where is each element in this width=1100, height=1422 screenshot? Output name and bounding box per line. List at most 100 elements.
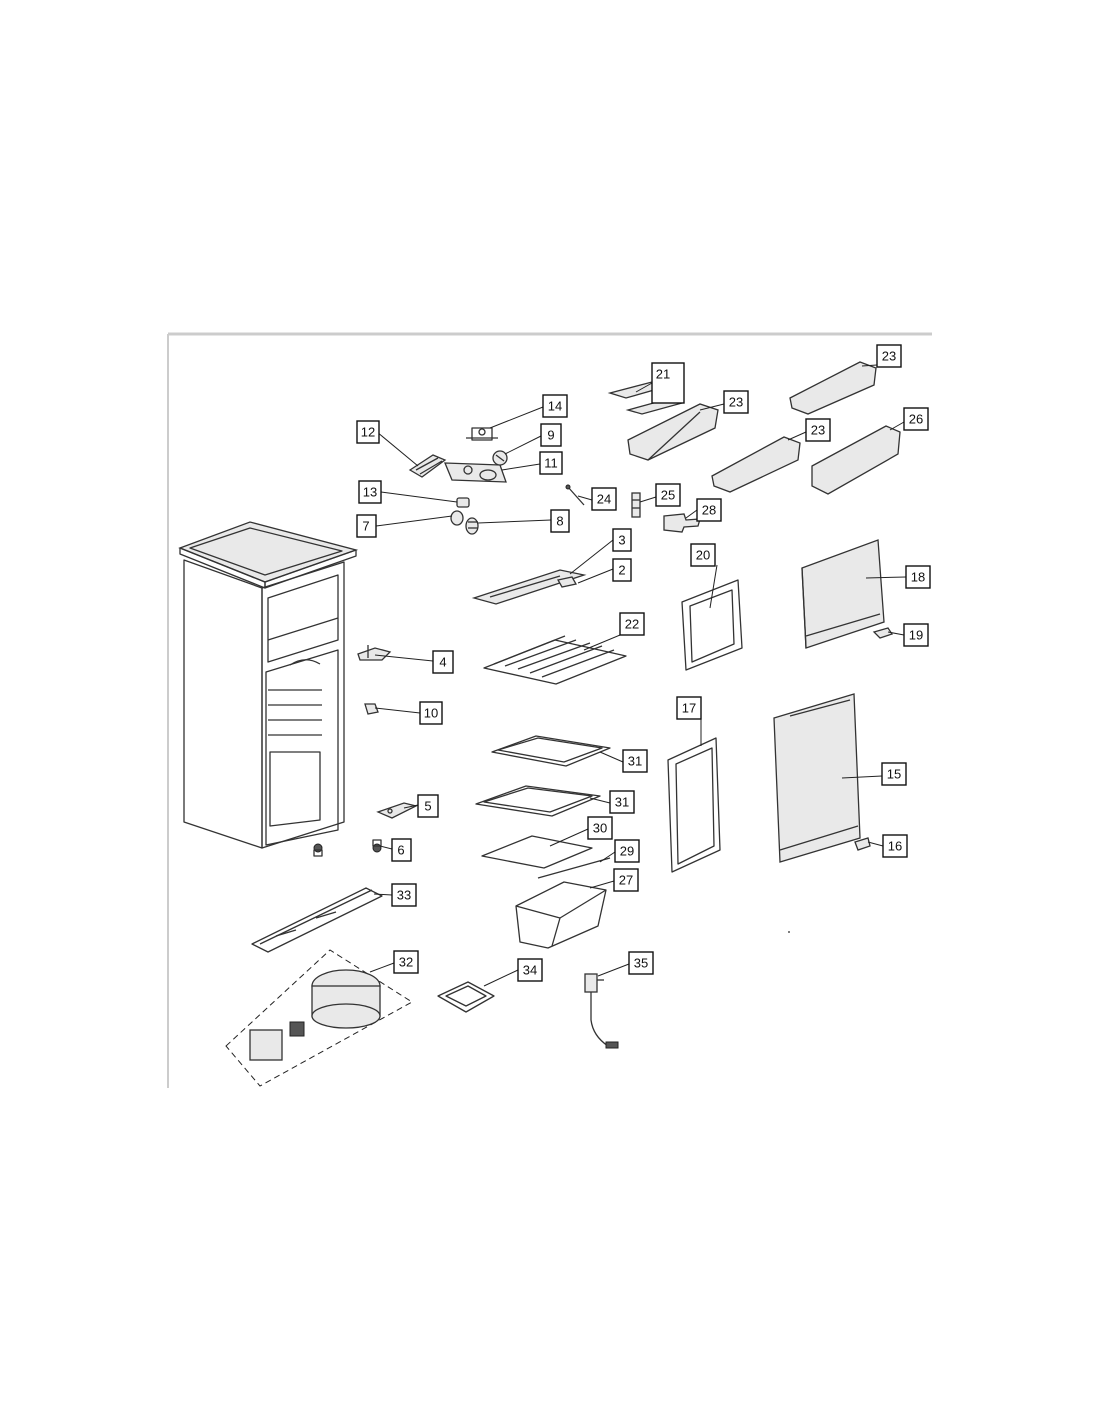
part-30-cover-drawing bbox=[481, 835, 593, 869]
part-2-drawing bbox=[556, 576, 578, 588]
svg-text:14: 14 bbox=[548, 399, 562, 414]
part-13-drawing bbox=[456, 497, 470, 508]
fridge-cabinet-drawing bbox=[178, 521, 359, 857]
leader-lines bbox=[369, 364, 907, 987]
callout-9: 9 bbox=[540, 423, 562, 447]
svg-text:22: 22 bbox=[625, 617, 639, 632]
callout-7: 7 bbox=[356, 514, 377, 538]
part-9-knob-drawing bbox=[492, 450, 508, 466]
svg-text:27: 27 bbox=[619, 873, 633, 888]
callout-23b: 23 bbox=[805, 418, 831, 442]
callout-14: 14 bbox=[542, 394, 568, 418]
svg-text:23: 23 bbox=[729, 395, 743, 410]
svg-text:26: 26 bbox=[909, 412, 923, 427]
svg-text:11: 11 bbox=[544, 456, 558, 471]
svg-text:17: 17 bbox=[682, 701, 696, 716]
svg-text:16: 16 bbox=[888, 839, 902, 854]
part-18-door-drawing bbox=[801, 539, 885, 649]
part-16-handle-drawing bbox=[854, 837, 871, 851]
callout-16: 16 bbox=[882, 834, 908, 858]
svg-text:35: 35 bbox=[634, 956, 648, 971]
part-23b-balcony-drawing bbox=[711, 436, 801, 493]
svg-text:19: 19 bbox=[909, 628, 923, 643]
callout-18: 18 bbox=[905, 565, 931, 589]
callout-26: 26 bbox=[903, 407, 929, 431]
callout-13: 13 bbox=[358, 480, 382, 504]
callout-4: 4 bbox=[432, 650, 454, 674]
part-32-compressor-drawing bbox=[225, 949, 413, 1087]
part-5-hinge-drawing bbox=[376, 802, 418, 819]
svg-text:6: 6 bbox=[397, 843, 404, 858]
svg-text:28: 28 bbox=[702, 503, 716, 518]
callout-12: 12 bbox=[356, 420, 380, 444]
callout-20: 20 bbox=[690, 543, 716, 567]
callout-25: 25 bbox=[655, 483, 681, 507]
part-12-drawing bbox=[408, 454, 447, 478]
svg-text:13: 13 bbox=[363, 485, 377, 500]
callout-19: 19 bbox=[903, 623, 929, 647]
callout-5: 5 bbox=[417, 794, 439, 818]
callout-23a: 23 bbox=[723, 390, 749, 414]
svg-text:9: 9 bbox=[547, 428, 554, 443]
callout-8: 8 bbox=[550, 509, 570, 533]
svg-text:5: 5 bbox=[424, 799, 431, 814]
svg-text:23: 23 bbox=[811, 423, 825, 438]
part-15-door-drawing bbox=[773, 693, 861, 863]
part-22-wire-shelf-drawing bbox=[483, 635, 627, 685]
part-8-socket-drawing bbox=[465, 517, 479, 535]
callout-10: 10 bbox=[419, 701, 443, 725]
callout-2: 2 bbox=[612, 558, 632, 582]
callout-34: 34 bbox=[517, 958, 543, 982]
part-23c-balcony-drawing bbox=[789, 361, 877, 415]
part-11-drawing bbox=[444, 462, 507, 483]
part-35-cable-drawing bbox=[584, 973, 619, 1049]
svg-text:32: 32 bbox=[399, 955, 413, 970]
svg-text:18: 18 bbox=[911, 570, 925, 585]
part-24-drawing bbox=[565, 484, 585, 506]
callout-29: 29 bbox=[614, 839, 640, 863]
svg-text:4: 4 bbox=[439, 655, 446, 670]
svg-text:25: 25 bbox=[661, 488, 675, 503]
part-29-strip-drawing bbox=[537, 857, 611, 879]
svg-text:33: 33 bbox=[397, 888, 411, 903]
callout-3: 3 bbox=[612, 528, 632, 552]
part-23a-balcony-drawing bbox=[627, 403, 719, 461]
part-3-drawing bbox=[471, 569, 587, 605]
part-26-balcony-drawing bbox=[811, 425, 901, 495]
callout-17: 17 bbox=[676, 696, 702, 720]
svg-text:23: 23 bbox=[882, 349, 896, 364]
callout-33: 33 bbox=[391, 883, 417, 907]
part-28-drawing bbox=[663, 513, 701, 533]
callout-31b: 31 bbox=[609, 790, 635, 814]
callout-32: 32 bbox=[393, 950, 419, 974]
part-7-bulb-drawing bbox=[450, 510, 464, 526]
callout-35: 35 bbox=[628, 951, 654, 975]
svg-text:15: 15 bbox=[887, 767, 901, 782]
svg-text:20: 20 bbox=[696, 548, 710, 563]
part-4-hinge-drawing bbox=[357, 645, 392, 661]
part-25-drawing bbox=[631, 492, 641, 518]
part-6-foot-drawing bbox=[372, 839, 382, 853]
callout-15: 15 bbox=[881, 762, 907, 786]
part-19-handle-drawing bbox=[872, 627, 894, 639]
part-10-drawing bbox=[364, 703, 379, 715]
callout-31a: 31 bbox=[622, 749, 648, 773]
callout-21: 21 bbox=[651, 362, 685, 404]
part-31b-glass-shelf-drawing bbox=[475, 785, 601, 817]
part-20-seal-drawing bbox=[681, 579, 743, 671]
svg-text:31: 31 bbox=[628, 754, 642, 769]
svg-text:12: 12 bbox=[361, 425, 375, 440]
callout-6: 6 bbox=[391, 838, 412, 862]
svg-text:30: 30 bbox=[593, 821, 607, 836]
part-27-crisper-drawing bbox=[515, 881, 607, 949]
callout-27: 27 bbox=[613, 868, 639, 892]
part-17-seal-drawing bbox=[667, 737, 721, 873]
svg-text:7: 7 bbox=[362, 519, 369, 534]
stray-dot bbox=[788, 931, 790, 933]
callout-24: 24 bbox=[591, 487, 617, 511]
callout-23c: 23 bbox=[876, 344, 902, 368]
part-14-thermostat-drawing bbox=[466, 427, 498, 441]
svg-text:21: 21 bbox=[656, 367, 670, 382]
svg-text:2: 2 bbox=[618, 563, 625, 578]
